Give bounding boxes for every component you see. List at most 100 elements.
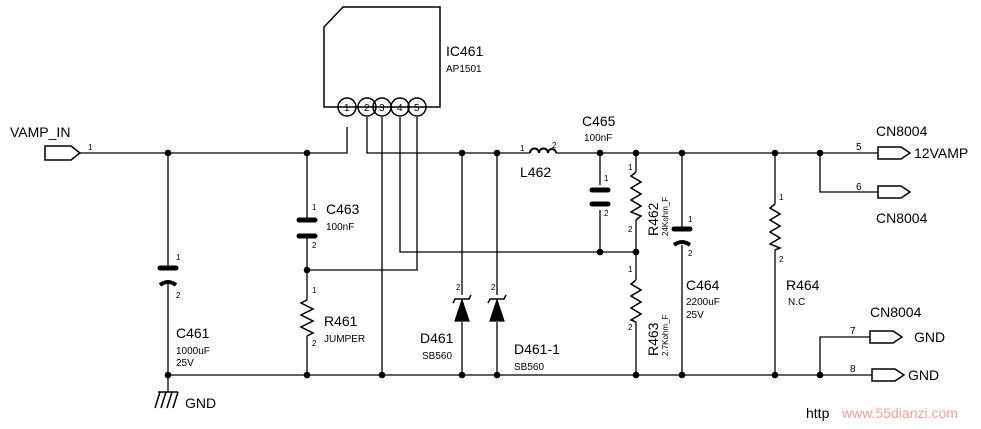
junction (303, 266, 311, 274)
pin-number: 2 (456, 283, 461, 292)
r464-ref: R464 (786, 277, 820, 293)
d461-1-ref: D461-1 (514, 341, 560, 357)
r461-ref: R461 (324, 313, 358, 329)
input-port-arrow-icon (44, 145, 82, 161)
junction (678, 371, 686, 379)
junctions (164, 149, 824, 379)
cn8004-pin6-number: 6 (856, 182, 862, 193)
ground-label: GND (185, 395, 216, 411)
ground-icon (154, 391, 179, 409)
cn8004-net-gnd-8: GND (908, 367, 939, 383)
pin-number: 1 (176, 253, 181, 262)
c463-capacitor: 1 2 C463 100nF (296, 201, 360, 250)
ic-pin-2-label: 2 (364, 103, 370, 114)
junction (816, 371, 824, 379)
pin-number: 1 (88, 143, 93, 152)
d461-bar (452, 294, 472, 304)
pin-number: 2 (628, 323, 633, 332)
cn8004-pin8-number: 8 (850, 364, 856, 375)
r462-zigzag (629, 171, 643, 221)
junction (493, 149, 501, 157)
c464-curved-plate (672, 240, 692, 247)
watermark-http: http (806, 405, 830, 421)
r464-value: N.C (788, 297, 805, 308)
junction (378, 371, 386, 379)
c465-capacitor: 1 2 C465 100nF (582, 113, 616, 218)
ic-pin-1 (337, 97, 357, 117)
pin-number: 2 (491, 283, 496, 292)
pin-number: 2 (779, 255, 784, 264)
c464-value: 2200uF (686, 297, 720, 308)
r461-value: JUMPER (324, 334, 365, 345)
pin-number: 2 (552, 141, 557, 150)
ic-part-label: AP1501 (446, 64, 482, 75)
c465-ref: C465 (582, 113, 616, 129)
l462-ref: L462 (520, 164, 551, 180)
c461-curved-plate (158, 280, 178, 287)
d461-value: SB560 (422, 351, 452, 362)
pin-number: 2 (688, 249, 693, 258)
d461-ref: D461 (420, 330, 454, 346)
cn8004-pin6-arrow-icon (877, 185, 912, 199)
cn8004-top: CN8004 5 12VAMP 6 CN8004 (856, 123, 968, 226)
pin-number: 1 (312, 286, 317, 295)
c461-value: 1000uF (176, 346, 210, 357)
junction (493, 371, 501, 379)
cn8004-pin7-number: 7 (850, 326, 856, 337)
cn8004-net-12vamp: 12VAMP (914, 145, 968, 161)
pin-number: 1 (628, 265, 633, 274)
ic-pin-4-label: 4 (397, 103, 403, 114)
d461-1-value: SB560 (514, 362, 544, 373)
cn8004-pin5-number: 5 (856, 142, 862, 153)
junction (632, 149, 640, 157)
c461-rating: 25V (176, 358, 194, 369)
pin-number: 1 (312, 203, 317, 212)
ic461: 1 2 3 4 5 IC461 AP1501 (323, 6, 484, 117)
r464-zigzag (768, 203, 783, 251)
r462-value: 24Kohm_F (661, 197, 670, 236)
r464-resistor: 1 2 R464 N.C (768, 193, 820, 308)
junction (303, 149, 311, 157)
d461-1-diode: 2 D461-1 SB560 (487, 283, 560, 373)
junction (771, 371, 779, 379)
cn8004-net-gnd-7: GND (914, 329, 945, 345)
pin-number: 1 (779, 193, 784, 202)
c464-ref: C464 (686, 277, 720, 293)
pin-number: 1 (604, 174, 609, 183)
cn8004-top-ref2: CN8004 (876, 210, 928, 226)
d461-1-triangle (489, 298, 505, 322)
junction (632, 248, 640, 256)
watermark: http www.55dianzi.com (806, 405, 958, 421)
junction (164, 371, 172, 379)
r461-zigzag (299, 299, 315, 337)
junction (458, 371, 466, 379)
c461-ref: C461 (176, 325, 210, 341)
wire-cn8004-top (819, 152, 878, 193)
ic-pin-5 (407, 97, 427, 117)
l462-inductor: 1 2 L462 (520, 141, 557, 180)
c464-capacitor: 1 2 C464 2200uF 25V (671, 215, 720, 321)
d461-triangle (454, 298, 470, 322)
ic-pin-2 (357, 97, 377, 117)
watermark-site: www.55dianzi.com (841, 405, 958, 421)
ic-pin-4 (390, 97, 410, 117)
cn8004-pin5-arrow-icon (877, 146, 912, 160)
pin-number: 2 (628, 225, 633, 234)
ic-body-outline (323, 6, 441, 108)
ic-pin-1-label: 1 (344, 103, 350, 114)
pin-number: 2 (604, 209, 609, 218)
r462-ref: R462 (645, 202, 661, 236)
pin-number: 2 (176, 291, 181, 300)
cn8004-top-ref: CN8004 (876, 123, 928, 139)
d461-1-bar (487, 294, 507, 304)
cn8004-pin7-arrow-icon (869, 330, 904, 344)
junction (678, 149, 686, 157)
wire-pin4-feedback (399, 117, 636, 253)
input-port: VAMP_IN 1 (10, 124, 93, 161)
junction (164, 149, 172, 157)
ic-pin-3-label: 3 (379, 103, 385, 114)
junction (596, 248, 604, 256)
l462-coil (529, 147, 557, 154)
pin-number: 1 (520, 144, 525, 153)
pin-number: 2 (312, 241, 317, 250)
